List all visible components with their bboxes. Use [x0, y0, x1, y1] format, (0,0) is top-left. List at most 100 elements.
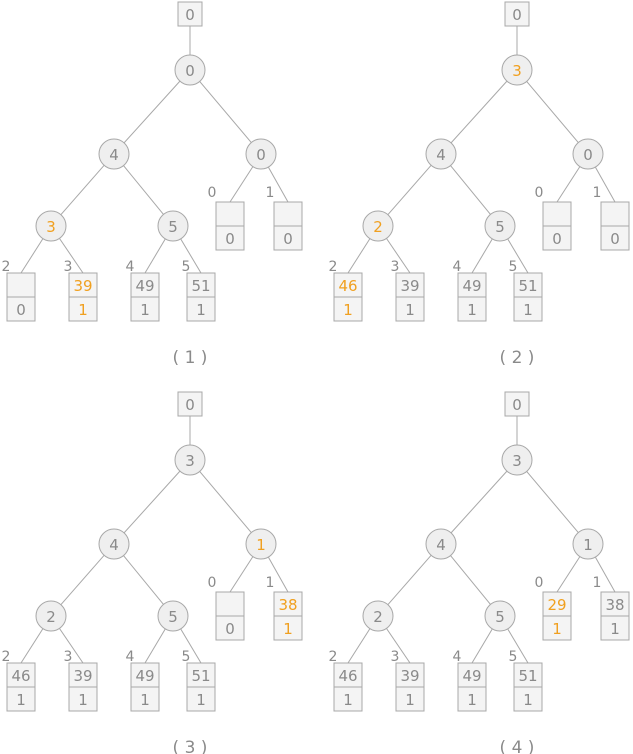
tree-node-value: 4	[436, 146, 446, 164]
leaf-index-label: 1	[593, 575, 602, 591]
tree-node-value: 5	[495, 218, 505, 236]
leaf-bottom-value: 0	[610, 230, 620, 248]
tree-edge	[60, 554, 105, 606]
tree-node-value: 1	[256, 536, 266, 554]
tree-node-value: 4	[109, 536, 119, 554]
tree-node	[425, 528, 457, 560]
leaf-top-value: 29	[547, 596, 566, 614]
leaf-edge	[507, 238, 529, 274]
leaf-bottom-value: 0	[225, 230, 235, 248]
leaf-edge	[267, 166, 289, 203]
tree-node	[362, 210, 394, 242]
tree-node-value: 3	[185, 452, 195, 470]
root-box-value: 0	[185, 6, 195, 24]
leaf-index-label: 1	[266, 185, 275, 201]
leaf-bottom-value: 1	[610, 620, 620, 638]
leaf-edge	[594, 166, 616, 203]
leaf-bottom-value: 1	[343, 691, 353, 709]
leaf-top-value: 46	[338, 667, 357, 685]
tree-node	[174, 444, 206, 476]
leaf-bottom-value: 1	[467, 301, 477, 319]
leaf-edge	[386, 628, 411, 664]
leaf-bottom-value: 1	[523, 301, 533, 319]
leaf-index-label: 4	[453, 649, 462, 665]
tree-node-value: 3	[512, 452, 522, 470]
tree-node	[362, 600, 394, 632]
leaf-bottom-value: 1	[140, 691, 150, 709]
leaf-edge	[267, 556, 289, 593]
leaf-edge	[59, 628, 84, 664]
leaf-index-label: 0	[535, 185, 544, 201]
tree-edge	[450, 165, 491, 215]
leaf-bottom-value: 1	[196, 691, 206, 709]
leaf-top-value: 39	[73, 667, 92, 685]
tree-node	[174, 54, 206, 86]
tree-node	[572, 138, 604, 170]
leaf-edge	[180, 628, 202, 664]
leaf-index-label: 3	[391, 649, 400, 665]
leaf-edge	[556, 556, 581, 593]
leaf-edge	[471, 628, 493, 664]
leaf-top-value: 51	[518, 667, 537, 685]
tree-node-value: 0	[583, 146, 593, 164]
leaf-top-value: 51	[191, 277, 210, 295]
leaf-bottom-value: 0	[552, 230, 562, 248]
leaf-index-label: 5	[182, 649, 191, 665]
root-box-value: 0	[512, 396, 522, 414]
tree-edge	[60, 164, 105, 216]
tree-node-value: 2	[373, 218, 383, 236]
leaf-index-label: 4	[453, 259, 462, 275]
leaf-index-label: 4	[126, 649, 135, 665]
tree-node-value: 0	[185, 62, 195, 80]
leaf-edge	[347, 238, 371, 274]
leaf-index-label: 2	[329, 649, 338, 665]
leaf-bottom-value: 1	[552, 620, 562, 638]
leaf-index-label: 2	[2, 259, 11, 275]
leaf-index-label: 0	[208, 185, 217, 201]
leaf-bottom-value: 1	[196, 301, 206, 319]
leaf-edge	[471, 238, 493, 274]
tree-node	[572, 528, 604, 560]
tree-node	[35, 600, 67, 632]
tree-edge	[450, 555, 491, 605]
tree-node-value: 4	[436, 536, 446, 554]
tree-node-value: 4	[109, 146, 119, 164]
leaf-index-label: 5	[509, 649, 518, 665]
tree-node	[425, 138, 457, 170]
root-box	[504, 391, 530, 417]
leaf-edge	[144, 628, 166, 664]
leaf-index-label: 3	[64, 259, 73, 275]
tree-edge	[123, 165, 164, 215]
leaf-top-value: 39	[400, 667, 419, 685]
panel-caption: ( 4 )	[500, 738, 535, 754]
tree-node-value: 2	[373, 608, 383, 626]
tree-node	[245, 138, 277, 170]
leaf-bottom-value: 1	[405, 691, 415, 709]
leaf-bottom-value: 1	[78, 301, 88, 319]
leaf-edge	[594, 556, 616, 593]
tree-node	[484, 210, 516, 242]
leaf-edge	[59, 238, 84, 274]
leaf-top-value: 49	[135, 667, 154, 685]
leaf-index-label: 1	[593, 185, 602, 201]
leaf-top-value: 49	[135, 277, 154, 295]
leaf-index-label: 5	[509, 259, 518, 275]
tree-node	[245, 528, 277, 560]
tree-node-value: 5	[168, 608, 178, 626]
tree-node-value: 5	[168, 218, 178, 236]
tree-node-value: 1	[583, 536, 593, 554]
tree-node	[484, 600, 516, 632]
root-box-value: 0	[185, 396, 195, 414]
leaf-bottom-value: 0	[16, 301, 26, 319]
tree-edge	[123, 470, 181, 534]
leaf-bottom-value: 1	[283, 620, 293, 638]
leaf-bottom-value: 1	[523, 691, 533, 709]
leaf-bottom-value: 1	[343, 301, 353, 319]
panel-caption: ( 2 )	[500, 348, 535, 368]
root-box	[177, 1, 203, 27]
leaf-index-label: 3	[391, 259, 400, 275]
panel-caption: ( 3 )	[173, 738, 208, 754]
leaf-top-value: 46	[11, 667, 30, 685]
